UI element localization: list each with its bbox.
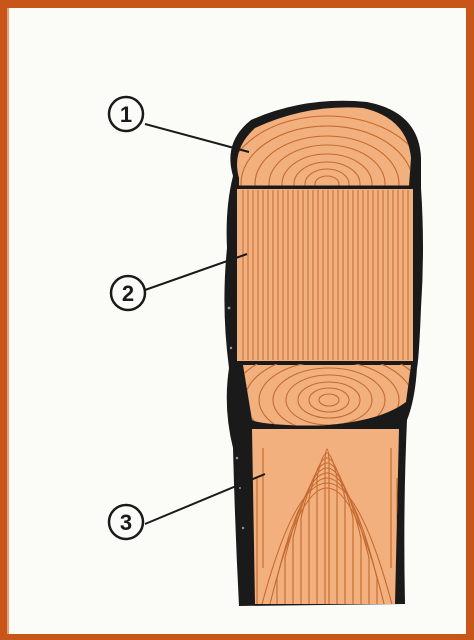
section-1-end-grain [237,107,411,186]
leader-line-1 [144,123,250,153]
section-2-radial-grain [237,189,413,361]
callout-2-label: 2 [122,281,134,306]
bark-texture [227,306,413,550]
callout-1: 1 [107,95,145,133]
log-diagram: 1 2 3 [107,95,423,607]
diagram-frame: 1 2 3 [7,8,466,634]
callout-3: 3 [107,503,145,541]
section-3-tangential-grain [252,429,399,604]
callout-2: 2 [109,274,147,312]
leader-line-2 [144,253,248,291]
callout-1-label: 1 [120,102,132,127]
leader-line-3 [144,473,266,525]
callout-3-label: 3 [120,510,132,535]
